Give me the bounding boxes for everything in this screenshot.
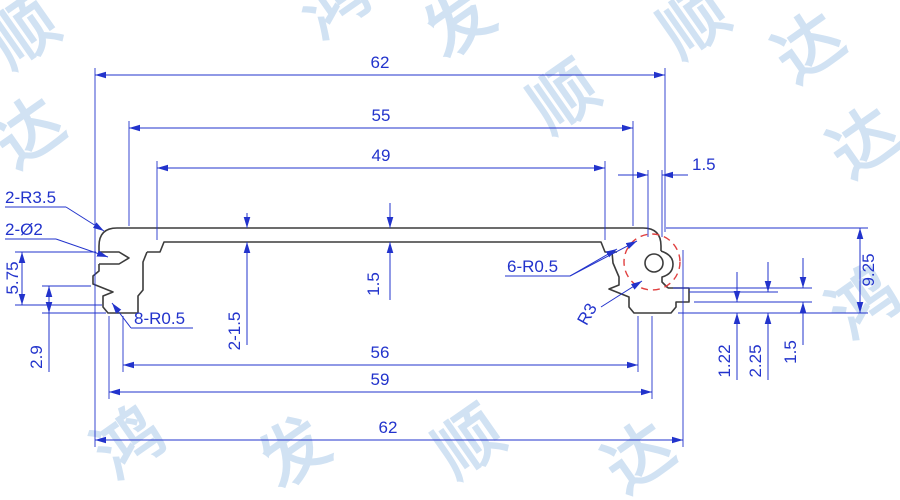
watermark-char: 顺 (645, 0, 743, 73)
watermark-char: 顺 (0, 0, 73, 83)
dim-corner-radius: 2-R3.5 (5, 188, 56, 207)
watermark-char: 达 (760, 0, 858, 98)
dim-width-49: 49 (372, 146, 391, 165)
profile-right-boss (660, 250, 674, 289)
watermark-char: 达 (815, 92, 900, 193)
watermark-char: 鸿 (815, 252, 900, 353)
dimension-lines (18, 71, 864, 444)
leader-r3 (600, 280, 643, 308)
profile-screw-boss-hole (644, 253, 664, 273)
watermark-char: 达 (590, 407, 688, 500)
leader-lines (5, 206, 643, 329)
leader-8-r0-5 (111, 302, 132, 329)
profile-left-foot (92, 251, 148, 314)
dim-width-56: 56 (371, 343, 390, 362)
detail-highlight-circle (623, 233, 681, 291)
watermark-char: 鸿 (285, 0, 383, 53)
dim-overall-height: 9.25 (859, 253, 878, 286)
dim-step-right-1-5: 1.5 (781, 340, 800, 364)
profile-underside (147, 241, 617, 253)
watermark-char: 顺 (420, 392, 518, 493)
dim-wall-thickness-2x: 2-1.5 (225, 312, 244, 351)
dim-foot-radius: 8-R0.5 (134, 309, 185, 328)
extension-lines (15, 68, 868, 447)
leader-2-r3-5 (65, 206, 105, 232)
leader-2-d2 (55, 238, 109, 258)
profile-left-groove (99, 251, 130, 265)
dim-width-55: 55 (372, 106, 391, 125)
leader-6-r0-5-b (569, 240, 638, 277)
dim-overall-width-bottom: 62 (379, 418, 398, 437)
dim-overall-width-top: 62 (371, 53, 390, 72)
profile-top-plate (98, 227, 662, 252)
watermark-char: 发 (410, 0, 508, 73)
profile-outline (92, 227, 690, 314)
dim-hole-diameter: 2-Ø2 (5, 220, 43, 239)
watermark-char: 达 (0, 82, 78, 183)
profile-right-foot (608, 251, 690, 314)
dim-step-2-25: 2.25 (746, 344, 765, 377)
watermark-char: 发 (245, 402, 343, 500)
dim-fillet-6x: 6-R0.5 (507, 257, 558, 276)
dimension-texts: 62 55 49 1.5 9.25 2-R3.5 2-Ø2 5.75 2.9 8… (3, 53, 878, 437)
dim-web-thickness: 1.5 (364, 272, 383, 296)
dim-step-1-22: 1.22 (715, 344, 734, 377)
dim-left-height: 5.75 (3, 261, 22, 294)
dim-boss-radius: R3 (574, 300, 601, 328)
watermark-char: 顺 (515, 47, 613, 148)
dim-width-59: 59 (371, 370, 390, 389)
dim-foot-height: 2.9 (27, 345, 46, 369)
dim-offset-top-right: 1.5 (692, 155, 716, 174)
